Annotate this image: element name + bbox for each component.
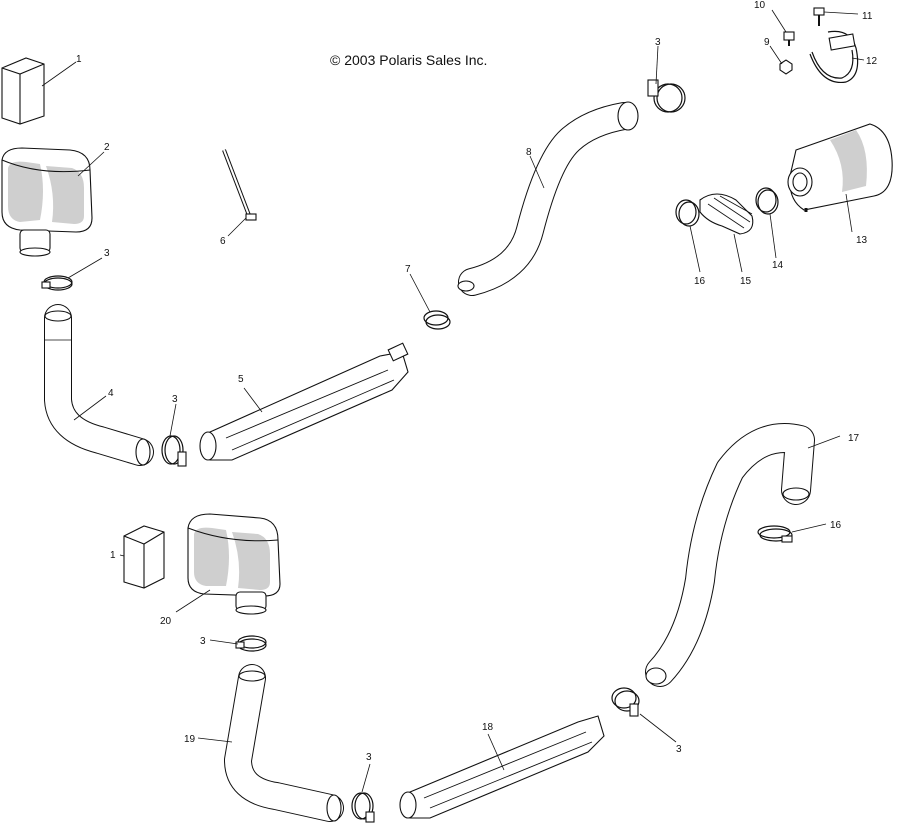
callout-labels: 1 2 3 4 3 5 6 7 8 3 9 10 11 12 13 14 15 … — [76, 0, 878, 763]
callout-2: 2 — [104, 142, 110, 153]
hose-clamp-part-14 — [755, 187, 779, 215]
hose-clamp-part-3b — [161, 435, 187, 467]
intake-duct-part-5 — [199, 342, 409, 461]
air-filter-part-13 — [787, 123, 893, 212]
mounting-band-part-12 — [809, 30, 859, 84]
callout-3: 3 — [104, 248, 110, 259]
callout-20: 20 — [160, 616, 172, 627]
callout-3b: 3 — [172, 394, 178, 405]
hose-clamp-part-3f — [611, 687, 640, 717]
hose-clamp-part-3e — [351, 792, 375, 823]
callout-1b: 1 — [110, 550, 116, 561]
callout-5: 5 — [238, 374, 244, 385]
silencer-part-2 — [1, 147, 93, 257]
leader-lines — [41, 9, 865, 793]
callout-16b: 16 — [830, 520, 842, 531]
callout-11: 11 — [862, 11, 873, 22]
silencer-part-20 — [187, 513, 281, 615]
hose-clamp-part-16b — [757, 525, 793, 543]
intake-duct-part-18 — [399, 715, 605, 819]
hose-clamp-part-16 — [675, 199, 700, 227]
intake-boot-part-15 — [699, 193, 754, 235]
hose-clamp-part-3 — [41, 275, 73, 291]
callout-15: 15 — [740, 276, 752, 287]
bolt-part-10 — [783, 31, 795, 46]
callout-6: 6 — [220, 236, 226, 247]
callout-19: 19 — [184, 734, 196, 745]
callout-14: 14 — [772, 260, 784, 271]
callout-3c: 3 — [655, 37, 661, 48]
callout-8: 8 — [526, 147, 532, 158]
block-part-1b — [123, 525, 165, 589]
callout-9: 9 — [764, 37, 770, 48]
hose-clamp-part-3c — [647, 79, 686, 113]
callout-13: 13 — [856, 235, 868, 246]
elbow-tube-part-19 — [224, 664, 344, 822]
nut-part-9 — [779, 59, 793, 75]
hose-clamp-part-3d — [235, 635, 267, 652]
callout-10: 10 — [754, 0, 766, 11]
block-part-1 — [1, 57, 45, 125]
s-tube-part-8 — [457, 101, 639, 296]
callout-17: 17 — [848, 433, 860, 444]
bolt-part-11 — [813, 7, 825, 26]
callout-3d: 3 — [200, 636, 206, 647]
callout-3f: 3 — [676, 744, 682, 755]
callout-12: 12 — [866, 56, 878, 67]
callout-7: 7 — [405, 264, 411, 275]
callout-4: 4 — [108, 388, 114, 399]
curved-tube-part-17 — [645, 423, 815, 687]
hose-clamp-part-7 — [423, 310, 451, 330]
callout-1: 1 — [76, 54, 82, 65]
callout-16: 16 — [694, 276, 706, 287]
callout-18: 18 — [482, 722, 494, 733]
elbow-tube-part-4 — [44, 304, 154, 466]
strap-part-6 — [222, 149, 257, 221]
copyright-notice: © 2003 Polaris Sales Inc. — [330, 52, 488, 68]
callout-3e: 3 — [366, 752, 372, 763]
